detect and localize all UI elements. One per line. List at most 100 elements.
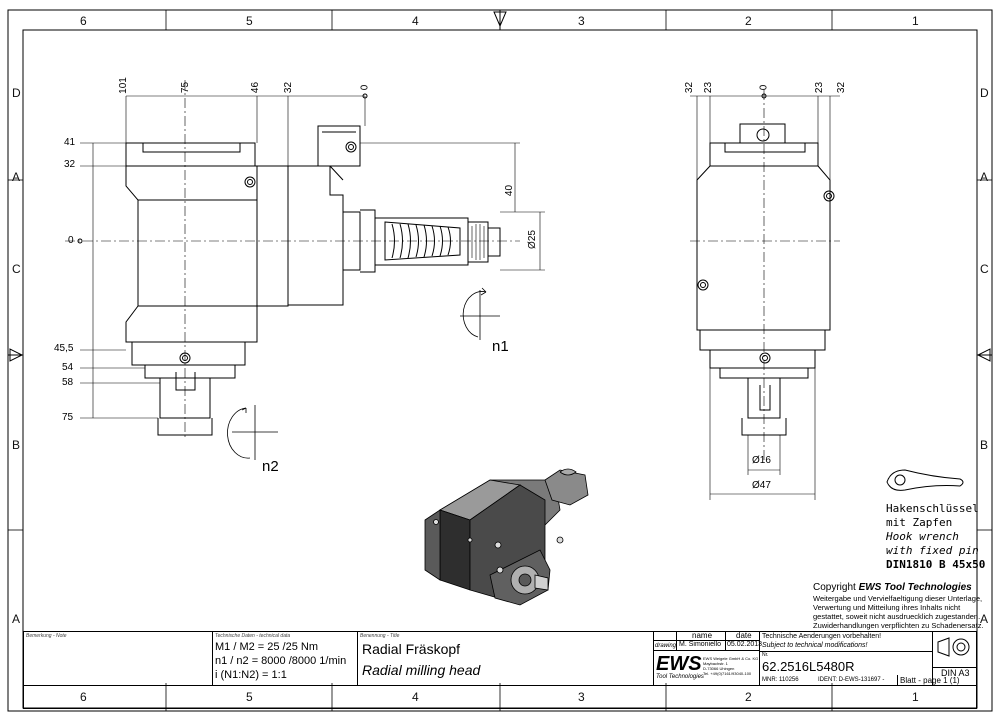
dim-dia-16: Ø16 bbox=[752, 455, 771, 466]
zone-col-1-bottom: 1 bbox=[912, 690, 919, 704]
projection-symbol-icon bbox=[937, 637, 970, 657]
tb-div-4 bbox=[759, 631, 760, 685]
zone-row-b-right: B bbox=[980, 438, 989, 452]
sheet: Blatt - page 1 (1) bbox=[900, 676, 960, 685]
zone-col-5-bottom: 5 bbox=[246, 690, 253, 704]
copyright-text-4: Zuwiderhandlungen verpflichten zu Schade… bbox=[813, 621, 984, 630]
tb-hline-format bbox=[932, 667, 977, 668]
dim-58: 58 bbox=[62, 377, 74, 388]
dim-41: 41 bbox=[64, 137, 76, 148]
tb-div-sheet bbox=[897, 675, 898, 685]
dim-32: 32 bbox=[283, 81, 295, 94]
dim-75: 75 bbox=[180, 81, 192, 94]
copyright-text-1: Weitergabe und Vervielfaeltigung dieser … bbox=[813, 594, 983, 603]
dim-54: 54 bbox=[62, 362, 74, 373]
part-number: 62.2516L5480R bbox=[762, 659, 855, 674]
tb-hline-nr bbox=[759, 651, 932, 652]
zone-row-c-right: C bbox=[980, 262, 989, 276]
dim-r-23-right: 23 bbox=[814, 81, 826, 94]
dim-0-top: 0 bbox=[359, 84, 371, 91]
tb-div-3 bbox=[653, 631, 654, 685]
zone-row-b: B bbox=[12, 438, 21, 452]
dim-dia-47: Ø47 bbox=[752, 480, 771, 491]
wrench-de-1: Hakenschlüssel bbox=[886, 502, 979, 515]
ews-logo: EWS bbox=[656, 653, 702, 675]
title-en: Radial milling head bbox=[362, 662, 481, 678]
grid-h1 bbox=[653, 640, 759, 641]
change-de: Technische Aenderungen vorbehalten! bbox=[762, 633, 882, 640]
wrench-en-1: Hook wrench bbox=[886, 530, 959, 543]
tech-line-2: n1 / n2 = 8000 /8000 1/min bbox=[215, 655, 347, 667]
draw-date: 05.02.2013 bbox=[727, 641, 763, 648]
title-block bbox=[23, 631, 977, 709]
copyright-text-2: Verwertung und Mitteilung ihres Inhalts … bbox=[813, 603, 961, 612]
name-label: Benennung - Title bbox=[360, 633, 400, 639]
label-n1: n1 bbox=[492, 338, 509, 355]
dim-45-5: 45,5 bbox=[54, 343, 74, 354]
grid-h2 bbox=[653, 650, 759, 651]
remarks-label: Bemerkung - Note bbox=[26, 633, 67, 639]
zone-col-3: 3 bbox=[578, 14, 585, 28]
zone-col-2-bottom: 2 bbox=[745, 690, 752, 704]
zone-row-c: C bbox=[12, 262, 21, 276]
tech-line-1: M1 / M2 = 25 /25 Nm bbox=[215, 641, 319, 653]
dim-dia-25: Ø25 bbox=[526, 230, 538, 249]
tech-label: Technische Daten - technical data bbox=[215, 633, 291, 639]
zone-row-a: A bbox=[12, 612, 21, 626]
zone-row-a-right: A bbox=[980, 612, 989, 626]
zone-col-2: 2 bbox=[745, 14, 752, 28]
dim-46: 46 bbox=[250, 81, 262, 94]
mnr: MNR: 110256 bbox=[762, 677, 799, 683]
nr-label: Nr. bbox=[762, 652, 769, 658]
label-n2: n2 bbox=[262, 458, 279, 475]
zone-row-d-right: D bbox=[980, 86, 989, 100]
ews-sub: Tool Technologies bbox=[656, 674, 704, 680]
render-3d bbox=[424, 468, 589, 606]
zone-row-a-top-right: A bbox=[980, 170, 989, 184]
format: DIN A3 bbox=[941, 668, 970, 678]
dim-75-side: 75 bbox=[62, 412, 74, 423]
ews-addr-4: Tel. +49(0)7161/93040-100 bbox=[703, 671, 752, 676]
dim-r-23-left: 23 bbox=[703, 81, 715, 94]
wrench-en-2: with fixed pin bbox=[886, 544, 979, 557]
zone-col-4-bottom: 4 bbox=[412, 690, 419, 704]
zone-row-d: D bbox=[12, 86, 21, 100]
copyright-text-3: gestattet, soweit nicht ausdruecklich zu… bbox=[813, 612, 981, 621]
zone-col-5: 5 bbox=[246, 14, 253, 28]
tb-div-2 bbox=[357, 631, 358, 685]
zone-col-3-bottom: 3 bbox=[578, 690, 585, 704]
col-name: name bbox=[692, 631, 713, 640]
col-date: date bbox=[736, 631, 752, 640]
ews-addr-1: EWS Weigele GmbH & Co. KG bbox=[703, 656, 759, 661]
title-de: Radial Fräskopf bbox=[362, 641, 461, 657]
tb-hline-bottom bbox=[23, 685, 977, 686]
zone-col-4: 4 bbox=[412, 14, 419, 28]
tb-div-1 bbox=[212, 631, 213, 685]
ews-addr-2: Maybachstr. 1 bbox=[703, 661, 728, 666]
dim-r-32-left: 32 bbox=[684, 81, 696, 94]
zone-row-a-top-left: A bbox=[12, 170, 21, 184]
dim-0-side: 0 bbox=[68, 235, 74, 246]
copyright-line: Copyright EWS Tool Technologies bbox=[813, 582, 972, 593]
grid-v2 bbox=[725, 631, 726, 650]
dim-32-side: 32 bbox=[64, 159, 76, 170]
dim-101: 101 bbox=[117, 77, 129, 94]
ident: IDENT: D-EWS-131697 - bbox=[818, 677, 885, 683]
dim-r-32-right: 32 bbox=[836, 81, 848, 94]
tech-line-3: i (N1:N2) = 1:1 bbox=[215, 669, 287, 681]
ews-addr-3: D-73066 Uhingen bbox=[703, 666, 735, 671]
zone-col-6-bottom: 6 bbox=[80, 690, 87, 704]
copyright-prefix: Copyright bbox=[813, 582, 859, 593]
row-drawing: drawing bbox=[655, 643, 677, 649]
copyright-brand: EWS Tool Technologies bbox=[858, 582, 972, 593]
wrench-din: DIN1810 B 45x50 bbox=[886, 558, 986, 571]
tb-div-5 bbox=[932, 631, 933, 685]
wrench-de-2: mit Zapfen bbox=[886, 516, 953, 529]
change-en: Subject to technical modifications! bbox=[762, 642, 868, 649]
dim-40: 40 bbox=[504, 184, 516, 197]
dim-r-0: 0 bbox=[758, 84, 770, 91]
zone-col-6: 6 bbox=[80, 14, 87, 28]
drawer-name: M. Simoniello bbox=[679, 641, 722, 648]
zone-col-1: 1 bbox=[912, 14, 919, 28]
